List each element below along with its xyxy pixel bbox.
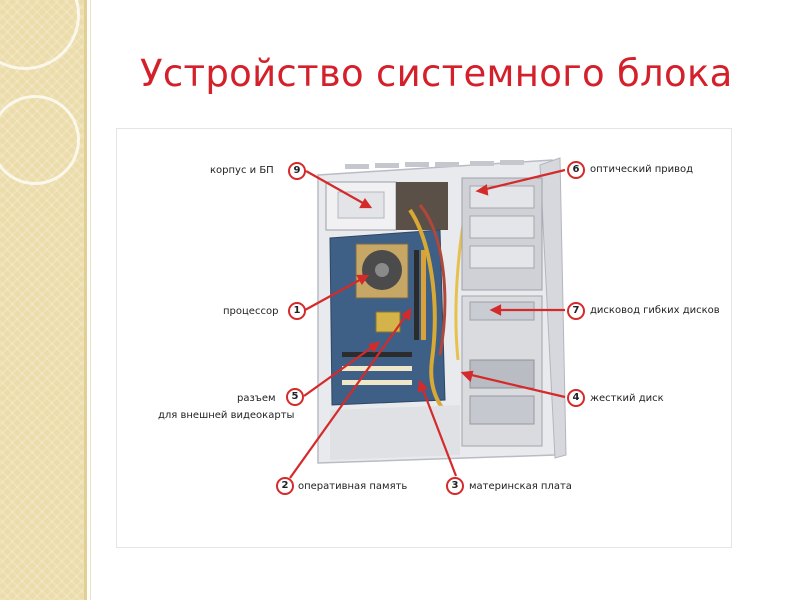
- callout-badge-5: 5: [286, 388, 304, 406]
- leader-line-6: [477, 168, 566, 193]
- callout-label-1: процессор: [223, 306, 279, 317]
- decorative-line-thin: [90, 0, 91, 600]
- callout-badge-3: 3: [446, 477, 464, 495]
- callout-badge-1: 1: [288, 302, 306, 320]
- case-front-panel: [539, 157, 567, 459]
- leader-line-2: [289, 309, 411, 479]
- decorative-line: [84, 0, 87, 600]
- top-vents: [345, 160, 524, 169]
- callout-badge-2: 2: [276, 477, 294, 495]
- leader-line-1: [304, 275, 368, 311]
- callout-badge-7: 7: [567, 302, 585, 320]
- callout-badge-9: 9: [288, 162, 306, 180]
- callout-label-5-cont: для внешней видеокарты: [158, 410, 295, 421]
- decorative-ring: [0, 95, 80, 185]
- callout-badge-6: 6: [567, 161, 585, 179]
- callout-badge-4: 4: [567, 389, 585, 407]
- callout-label-9: корпус и БП: [210, 165, 274, 176]
- leader-line-4: [462, 371, 566, 399]
- leader-line-5: [303, 342, 379, 397]
- leader-line-9: [305, 170, 371, 208]
- callout-label-3: материнская плата: [469, 481, 572, 492]
- callout-label-2: оперативная память: [298, 481, 408, 492]
- slide-title: Устройство системного блока: [140, 52, 733, 95]
- leader-line-3: [418, 381, 458, 477]
- ram-slots: [414, 250, 419, 340]
- callout-label-6: оптический привод: [590, 164, 694, 175]
- callout-label-5: разъем: [237, 393, 276, 404]
- callout-label-7: дисковод гибких дисков: [590, 305, 720, 316]
- callout-label-4: жесткий диск: [590, 393, 664, 404]
